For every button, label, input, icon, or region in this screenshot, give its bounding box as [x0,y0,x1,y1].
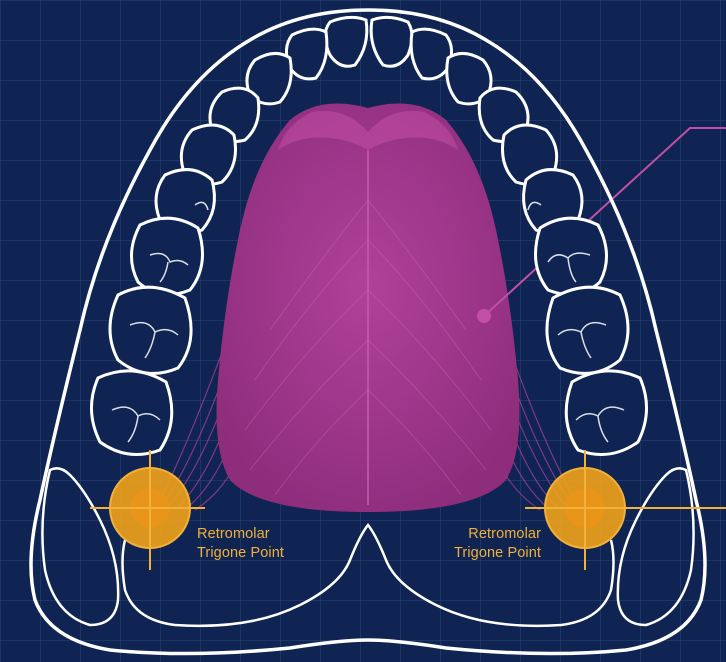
tooth-incisor-1 [325,17,367,66]
retromolar-label-left-line1: Retromolar [197,525,284,544]
retromolar-label-right: Retromolar Trigone Point [433,525,541,563]
tooth-molar-right-3 [566,371,646,455]
tooth-molar-right-2 [547,287,628,373]
retromolar-label-right-line2: Trigone Point [433,544,541,563]
retromolar-label-left-line2: Trigone Point [197,544,284,563]
tooth-molar-left-3 [91,371,171,455]
tooth-molar-right-1 [536,218,607,294]
retromolar-label-left: Retromolar Trigone Point [197,525,284,563]
tooth-molar-left-2 [110,287,191,373]
retromolar-label-right-line1: Retromolar [433,525,541,544]
tooth-incisor-2 [371,17,412,66]
